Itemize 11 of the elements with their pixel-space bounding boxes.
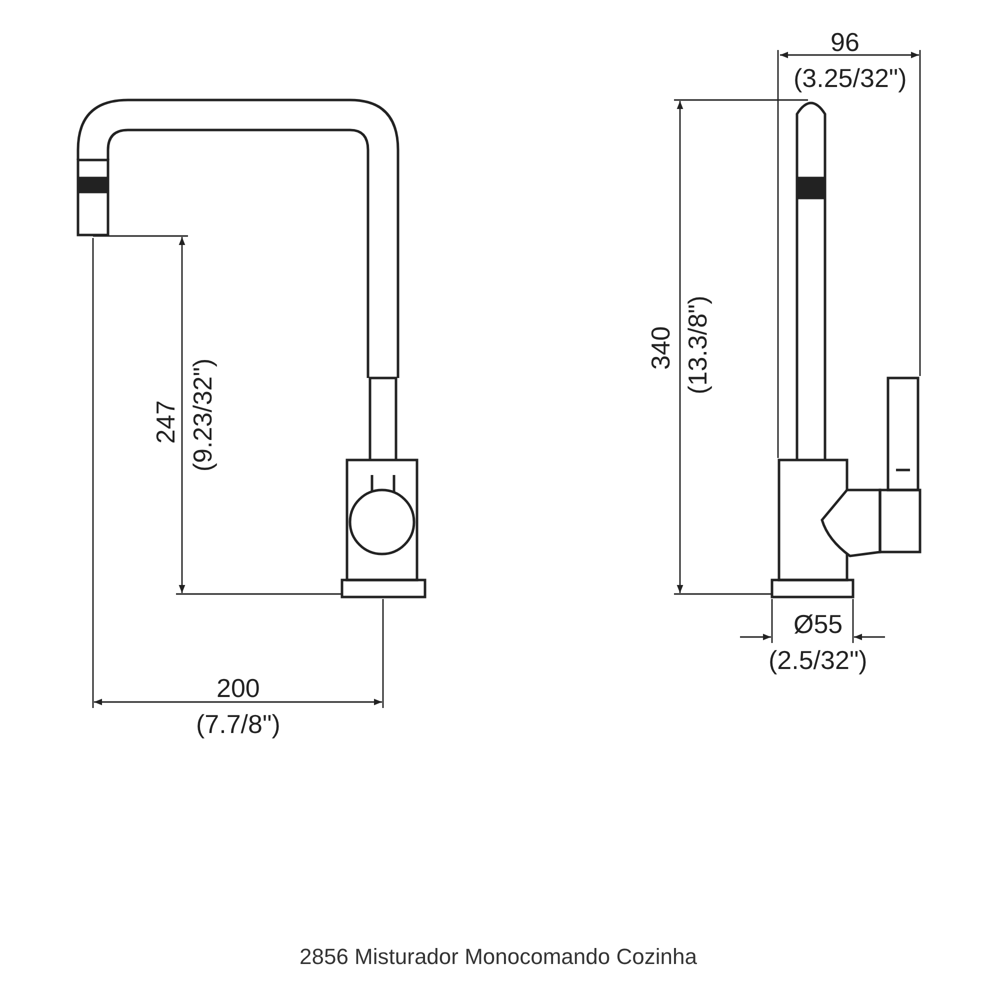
dimension-label: (2.5/32")	[768, 647, 868, 673]
dimension-label: (13.3/8")	[684, 296, 710, 394]
dimension-label: 340	[647, 326, 674, 370]
dimension-label: Ø55	[794, 611, 843, 637]
dimension-label: 200	[216, 675, 260, 701]
dimension-label: (9.23/32")	[189, 358, 216, 472]
dimension-label: 247	[152, 400, 178, 444]
dimension-label: (3.25/32")	[794, 65, 907, 91]
dimension-label: 96	[830, 29, 860, 55]
dimension-label: (7.7/8")	[196, 711, 280, 737]
caption: 2856 Misturador Monocomando Cozinha	[300, 946, 697, 968]
